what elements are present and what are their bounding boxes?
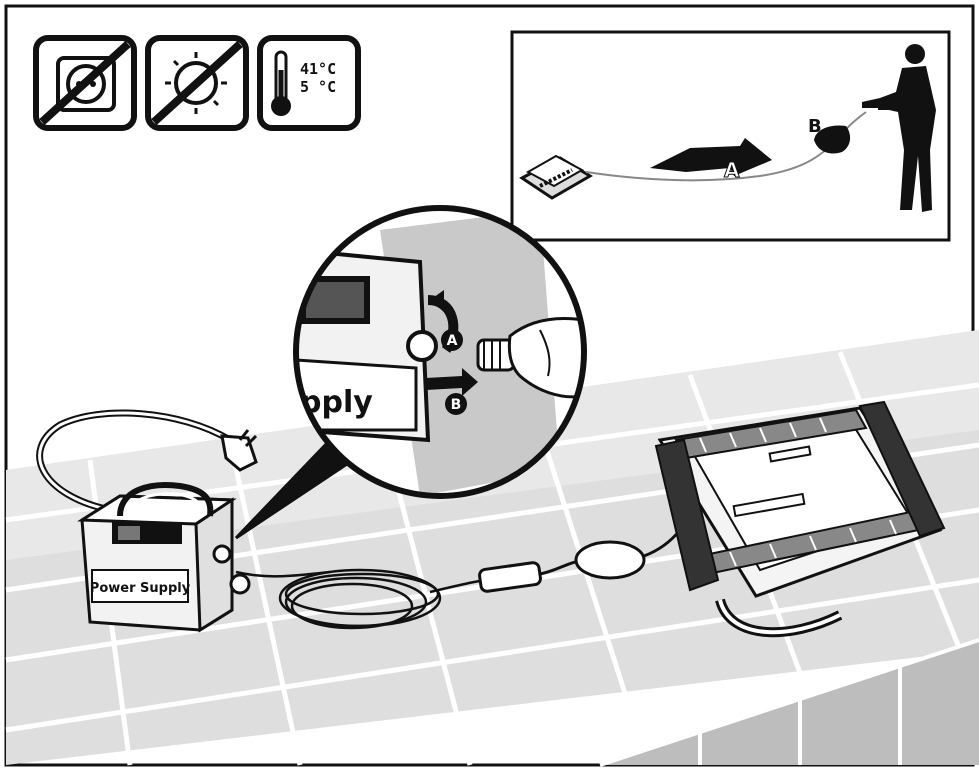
power-supply-label: Power Supply [90,581,191,596]
inset-hand-label: B [808,116,822,137]
callout-a-label: A [447,333,458,349]
power-supply-unit: Power Supply [82,485,249,630]
callout-badge-b: B [445,393,467,415]
callout-badge-a: A [441,329,463,351]
zoom-circle: pply A B [296,208,584,496]
temp-max-label: 41°C [300,60,336,78]
temp-min-label: 5 °C [300,78,336,96]
no-sun-icon [148,38,246,128]
thermometer-icon: 41°C 5 °C [260,38,358,128]
no-outlet-icon [36,38,134,128]
callout-b-label: B [451,397,462,413]
inset-panel: A B [512,32,949,240]
inset-arrow-label: A [724,158,740,182]
